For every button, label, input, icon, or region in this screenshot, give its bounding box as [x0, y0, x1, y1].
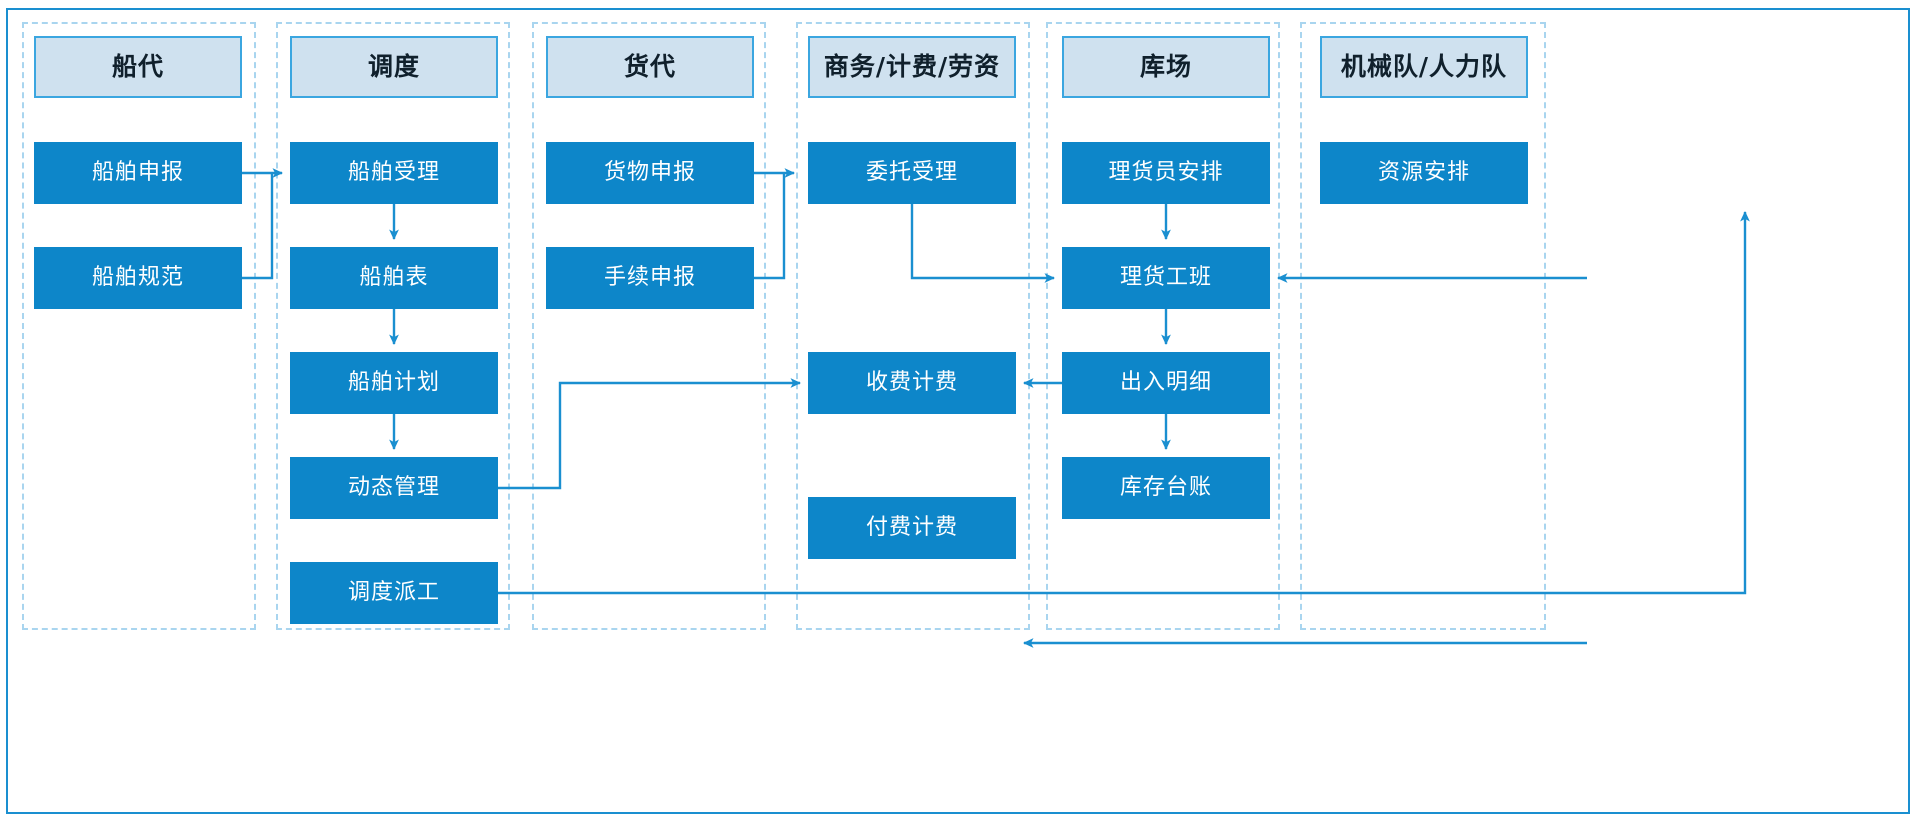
process-node-huowu-shenbao[interactable]: 货物申报 [546, 142, 754, 204]
process-node-chuanbo-jihua[interactable]: 船舶计划 [290, 352, 498, 414]
lane-header-5: 机械队/人力队 [1320, 36, 1528, 98]
process-node-shoufei-jifei[interactable]: 收费计费 [808, 352, 1016, 414]
process-node-lihuo-gongban[interactable]: 理货工班 [1062, 247, 1270, 309]
process-node-chuanbo-shouli[interactable]: 船舶受理 [290, 142, 498, 204]
process-node-chuanbo-guifan[interactable]: 船舶规范 [34, 247, 242, 309]
process-node-fufei-jifei[interactable]: 付费计费 [808, 497, 1016, 559]
lane-header-2: 货代 [546, 36, 754, 98]
process-node-chuanbo-shenbao[interactable]: 船舶申报 [34, 142, 242, 204]
lane-header-0: 船代 [34, 36, 242, 98]
process-node-lihuoyuan-anpai[interactable]: 理货员安排 [1062, 142, 1270, 204]
lane-header-3: 商务/计费/劳资 [808, 36, 1016, 98]
process-node-chuanbo-biao[interactable]: 船舶表 [290, 247, 498, 309]
process-node-churu-mingxi[interactable]: 出入明细 [1062, 352, 1270, 414]
swimlane-0 [22, 22, 256, 630]
swimlane-4 [1046, 22, 1280, 630]
process-node-weituo-shouli[interactable]: 委托受理 [808, 142, 1016, 204]
process-node-dongtai-guanli[interactable]: 动态管理 [290, 457, 498, 519]
process-node-shouxu-shenbao[interactable]: 手续申报 [546, 247, 754, 309]
swimlane-5 [1300, 22, 1546, 630]
lane-header-1: 调度 [290, 36, 498, 98]
process-node-kucun-taizhang[interactable]: 库存台账 [1062, 457, 1270, 519]
swimlane-2 [532, 22, 766, 630]
process-node-ziyuan-anpai[interactable]: 资源安排 [1320, 142, 1528, 204]
swimlane-1 [276, 22, 510, 630]
process-node-diaodu-paigong[interactable]: 调度派工 [290, 562, 498, 624]
lane-header-4: 库场 [1062, 36, 1270, 98]
